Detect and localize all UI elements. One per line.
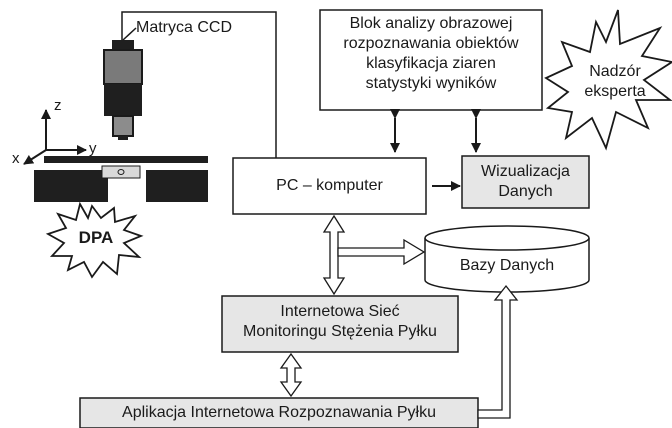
- stage-plate: [44, 156, 208, 163]
- sample-grain: [117, 169, 125, 175]
- pc-database-hollow-arrow: [337, 238, 426, 266]
- sample-slide: [101, 165, 141, 179]
- microscope-stage: [34, 156, 208, 202]
- network-line-2: Monitoringu Stężenia Pyłku: [243, 323, 437, 340]
- axis-x-line: [23, 149, 47, 165]
- microscope: [103, 27, 143, 140]
- visualization-label: Wizualizacja Danych: [462, 162, 589, 202]
- pc-box: [232, 157, 427, 215]
- analysis-line-4: statystyki wyników: [365, 75, 497, 92]
- microscope-camera-top: [112, 40, 134, 50]
- database-cylinder: [424, 225, 590, 293]
- coordinate-axes: z y x: [12, 97, 97, 167]
- axis-z-label: z: [54, 97, 62, 114]
- expert-line-1: Nadzór: [589, 63, 641, 80]
- network-box: [221, 295, 459, 353]
- pc-network-hollow-arrow: [322, 214, 346, 296]
- pc-label: PC – komputer: [276, 177, 383, 194]
- analysis-block-label: Blok analizy obrazowej rozpoznawania obi…: [320, 14, 542, 94]
- ccd-label: Matryca CCD: [136, 19, 233, 36]
- microscope-body: [104, 84, 142, 116]
- analysis-line-1: Blok analizy obrazowej: [349, 15, 513, 32]
- microscope-tube: [103, 49, 143, 85]
- expert-starburst: [544, 9, 672, 151]
- app-database-hollow-arrow: [477, 284, 519, 419]
- network-line-1: Internetowa Sieć: [280, 303, 400, 320]
- visualization-box: [461, 155, 590, 209]
- microscope-objective: [112, 115, 134, 137]
- microscope-objective-tip: [118, 136, 128, 140]
- stage-base-left: [34, 170, 108, 202]
- dpa-label: DPA: [79, 228, 114, 247]
- dpa-starburst: [45, 201, 144, 279]
- analysis-block-box: [319, 9, 543, 111]
- visualization-line-2: Danych: [498, 183, 553, 200]
- ccd-pointer-line: [122, 27, 137, 41]
- network-label: Internetowa Sieć Monitoringu Stężenia Py…: [222, 302, 458, 342]
- axis-x-label: x: [12, 150, 20, 167]
- app-label: Aplikacja Internetowa Rozpoznawania Pyłk…: [122, 404, 436, 421]
- analysis-line-3: klasyfikacja ziaren: [366, 55, 496, 72]
- expert-line-2: eksperta: [584, 83, 646, 100]
- database-top: [424, 225, 590, 251]
- axis-y-label: y: [89, 140, 97, 157]
- ccd-cable-line: [121, 11, 277, 158]
- network-app-hollow-arrow: [279, 352, 303, 398]
- expert-label: Nadzór eksperta: [566, 62, 664, 102]
- analysis-line-2: rozpoznawania obiektów: [343, 35, 519, 52]
- stage-base-right: [146, 170, 208, 202]
- database-label: Bazy Danych: [459, 257, 555, 274]
- visualization-line-1: Wizualizacja: [481, 163, 570, 180]
- app-box: [79, 397, 479, 428]
